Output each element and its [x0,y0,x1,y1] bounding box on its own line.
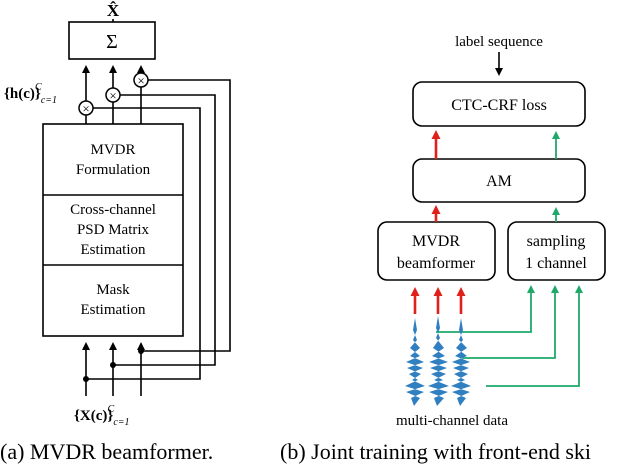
psd-estimation-line-2: PSD Matrix [77,222,150,238]
mvdr-formulation-line-2: Formulation [76,162,151,178]
mvdr-beamformer-diagram: X̂ Σ {h(c)}c=1C MVDR Formulation Cross-c… [0,1,231,464]
am-box: AM [412,158,586,203]
joint-training-diagram: label sequence CTC-CRF loss AM MVDR beam… [280,34,606,464]
sampling-line-2: 1 channel [525,255,587,272]
caption-a: (a) MVDR beamformer. [0,439,213,464]
mvdr-beamformer-box: MVDR beamformer [377,221,496,281]
ctc-crf-loss-label: CTC-CRF loss [451,97,547,114]
weight-wires [85,87,142,124]
multiplier-2: × [105,87,121,103]
am-label: AM [486,173,512,190]
multiplier-1: × [78,100,94,116]
output-label: X̂ [107,1,120,20]
mvdr-beamformer-line-2: beamformer [397,255,476,272]
multiplier-3-symbol: × [137,73,144,88]
multiplier-3: × [133,72,149,88]
multi-channel-data-label: multi-channel data [396,413,508,429]
multiplier-2-symbol: × [109,88,116,103]
sum-box [68,21,156,60]
processing-stack: MVDR Formulation Cross-channel PSD Matri… [42,123,184,337]
psd-estimation-block: Cross-channel PSD Matrix Estimation [70,202,156,258]
sampling-line-1: sampling [527,233,586,250]
mvdr-beamformer-line-1: MVDR [412,233,460,250]
stack-outline [42,123,184,337]
psd-estimation-line-1: Cross-channel [70,202,156,218]
mask-estimation-line-1: Mask [96,282,130,298]
input-label: {X(c)}c=1C [74,404,130,428]
mvdr-formulation-block: MVDR Formulation [76,142,151,178]
psd-estimation-line-3: Estimation [81,242,146,258]
mask-estimation-line-2: Estimation [81,302,146,318]
bypass-wires [83,79,231,382]
input-arrows [82,342,145,396]
skip-path-arrows [436,131,583,387]
multi-channel-waveform-icon [405,316,471,412]
beamformer-path-arrows [410,130,466,314]
product-arrows [82,65,145,101]
weights-label: {h(c)}c=1C [4,82,57,106]
multiplier-1-symbol: × [82,101,89,116]
mask-estimation-block: Mask Estimation [81,282,146,318]
caption-b: (b) Joint training with front-end ski [280,439,591,464]
sum-block: Σ [68,21,156,60]
sampling-box: sampling 1 channel [507,221,606,281]
sum-symbol: Σ [106,31,118,53]
mvdr-formulation-line-1: MVDR [90,142,135,158]
label-sequence-text: label sequence [455,34,543,50]
ctc-crf-loss-box: CTC-CRF loss [412,81,586,127]
